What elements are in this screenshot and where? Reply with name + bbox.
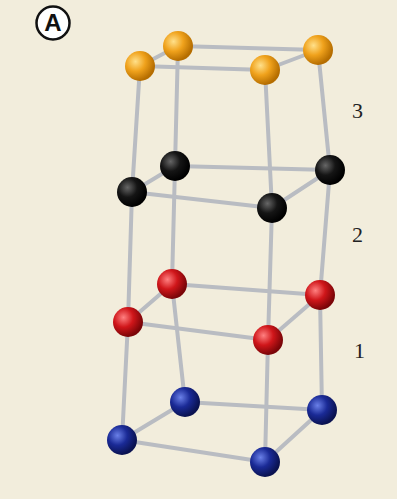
lattice-rod xyxy=(128,322,268,340)
layer-number: 2 xyxy=(352,222,363,248)
lattice-rod xyxy=(320,295,322,410)
lattice-rod xyxy=(172,284,185,402)
atom xyxy=(117,177,147,207)
atom xyxy=(160,151,190,181)
atom xyxy=(250,55,280,85)
atom xyxy=(163,31,193,61)
layer-number: 1 xyxy=(354,338,365,364)
lattice-rod xyxy=(172,284,320,295)
atom xyxy=(307,395,337,425)
atom xyxy=(257,193,287,223)
atom xyxy=(253,325,283,355)
atom xyxy=(303,35,333,65)
lattice-rod xyxy=(320,170,330,295)
lattice-rod xyxy=(265,340,268,462)
atom xyxy=(125,51,155,81)
lattice-rod xyxy=(178,46,318,50)
atom xyxy=(305,280,335,310)
lattice-rod xyxy=(132,192,272,208)
lattice-rod xyxy=(318,50,330,170)
lattice-rod xyxy=(265,70,272,208)
layer-number: 3 xyxy=(352,98,363,124)
lattice-rod xyxy=(132,66,140,192)
lattice-rod xyxy=(122,322,128,440)
atom xyxy=(113,307,143,337)
atom xyxy=(170,387,200,417)
atom xyxy=(250,447,280,477)
lattice-rod xyxy=(268,208,272,340)
atom xyxy=(315,155,345,185)
lattice-rod xyxy=(128,192,132,322)
atom xyxy=(157,269,187,299)
lattice-rod xyxy=(175,46,178,166)
lattice-rod xyxy=(185,402,322,410)
lattice-rod xyxy=(172,166,175,284)
circled-letter: A xyxy=(35,5,71,41)
atom xyxy=(107,425,137,455)
lattice-rod xyxy=(175,166,330,170)
lattice-rod xyxy=(140,66,265,70)
node-text: A xyxy=(44,9,61,37)
lattice-rod xyxy=(122,440,265,462)
